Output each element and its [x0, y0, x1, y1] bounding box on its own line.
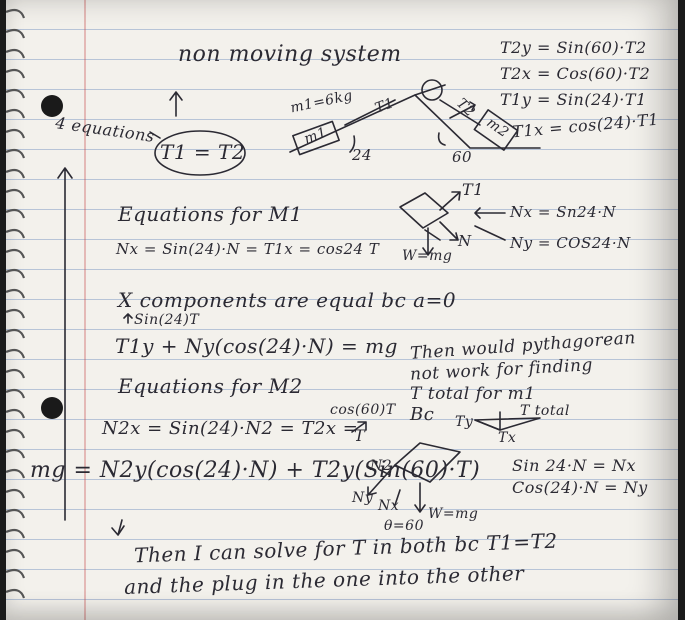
label-tx: Tx [498, 430, 517, 446]
eq-ny-side: Ny = COS24·N [510, 234, 631, 252]
label-nx-small: Nx [378, 498, 400, 514]
label-angle-24: 24 [352, 146, 373, 164]
eq-t2y: T2y = Sin(60)·T2 [500, 38, 647, 57]
label-bc: Bc [410, 404, 435, 425]
label-t-small: T [354, 426, 366, 445]
note-t-total: T total for m1 [410, 384, 536, 404]
eq-cos24-ny: Cos(24)·N = Ny [512, 478, 648, 497]
label-n2-small: N2 [370, 458, 393, 474]
eq-t2x: T2x = Cos(60)·T2 [500, 64, 651, 83]
note-x-components: X components are equal bc a=0 [118, 288, 457, 312]
spiral-binding [6, 8, 26, 599]
eq-t1y-sum: T1y + Ny(cos(24)·N) = mg [115, 334, 398, 358]
label-theta-60: θ=60 [384, 518, 424, 534]
eq-mg-sum: mg = N2y(cos(24)·N) + T2y(Sin(60)·T) [30, 458, 481, 483]
heading-equations-m2: Equations for M2 [118, 374, 303, 398]
eq-n2x: N2x = Sin(24)·N2 = T2x = [102, 418, 359, 439]
label-fbd-t1: T1 [462, 180, 484, 199]
heading-non-moving: non moving system [178, 42, 402, 67]
label-ty: Ty [455, 414, 474, 430]
eq-nx-side: Nx = Sn24·N [510, 203, 617, 221]
label-ny-small: Ny [352, 490, 374, 506]
heading-equations-m1: Equations for M1 [118, 202, 303, 226]
label-t-total-small: T total [520, 403, 570, 419]
label-cos60t: cos(60)T [330, 402, 396, 418]
label-fbd-n: N [458, 232, 472, 250]
eq-nx: Nx = Sin(24)·N = T1x = cos24 T [116, 240, 380, 258]
label-sin24t: Sin(24)T [134, 312, 200, 328]
label-angle-60: 60 [452, 148, 473, 166]
label-w-mg-1: W=mg [402, 248, 453, 264]
eq-t1y: T1y = Sin(24)·T1 [500, 90, 647, 109]
punch-hole-top [41, 95, 63, 117]
punch-hole-bottom [41, 397, 63, 419]
label-t1-equals-t2: T1 = T2 [160, 140, 246, 164]
label-w-mg-2: W=mg [428, 506, 479, 522]
eq-sin24-nx: Sin 24·N = Nx [512, 456, 637, 475]
